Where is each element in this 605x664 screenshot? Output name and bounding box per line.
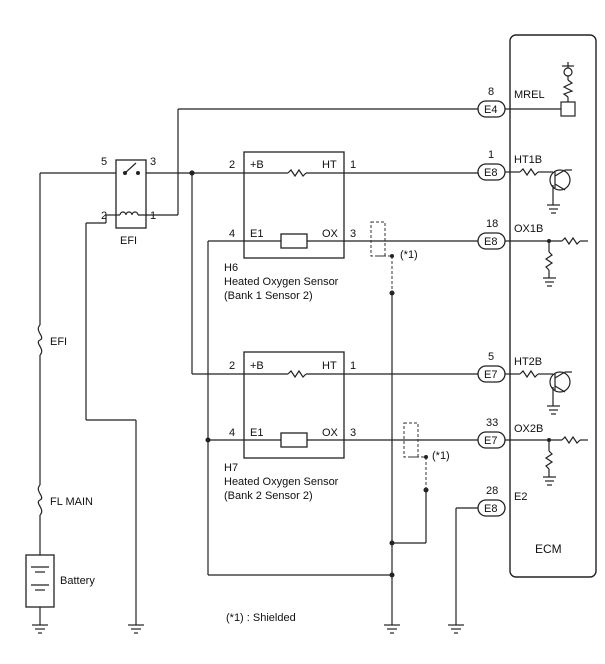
sensor-h7: 2 +B HT 1 4 E1 OX 3 H7 Heated Oxygen Sen… bbox=[224, 351, 356, 502]
relay-label: EFI bbox=[120, 235, 137, 247]
terminal-pin: 8 bbox=[488, 86, 494, 98]
terminal-pin: 18 bbox=[486, 218, 498, 230]
connector-id: E4 bbox=[484, 104, 497, 116]
sensor-h6: 2 +B HT 1 4 E1 OX 3 H6 Heated Oxygen Sen… bbox=[224, 151, 356, 302]
ecm-terminal-ox2b: 33 E7 OX2B bbox=[477, 417, 543, 449]
shield-h7: (*1) bbox=[403, 422, 450, 490]
label-left-bottom: E1 bbox=[250, 427, 263, 439]
connector-id: E7 bbox=[484, 435, 497, 447]
shield-note: (*1) bbox=[432, 450, 450, 462]
battery-label: Battery bbox=[60, 575, 95, 587]
connector-id: E8 bbox=[484, 236, 497, 248]
ecm-terminal-mrel: 8 E4 MREL bbox=[477, 86, 545, 118]
label-left-bottom: E1 bbox=[250, 228, 263, 240]
wiring bbox=[39, 108, 478, 625]
connector-id: E8 bbox=[484, 167, 497, 179]
ecm-terminal-ox1b: 18 E8 OX1B bbox=[477, 218, 543, 250]
fuse-fl-main: FL MAIN bbox=[36, 484, 93, 516]
terminal-name: OX2B bbox=[514, 423, 543, 435]
sensor-code: H6 bbox=[224, 262, 238, 274]
shield-h6: (*1) bbox=[370, 221, 418, 293]
terminal-name: E2 bbox=[514, 491, 527, 503]
ecm-terminal-ht1b: 1 E8 HT1B bbox=[477, 149, 542, 181]
relay-pin-1: 1 bbox=[150, 210, 156, 222]
pin-right-bottom: 3 bbox=[350, 427, 356, 439]
pin-right-top: 1 bbox=[350, 159, 356, 171]
ecm-block: ECM bbox=[505, 34, 597, 578]
fuse-label: FL MAIN bbox=[50, 496, 93, 508]
sensor-name: Heated Oxygen Sensor bbox=[224, 476, 339, 488]
sensor-position: (Bank 2 Sensor 2) bbox=[224, 490, 313, 502]
pin-left-bottom: 4 bbox=[229, 228, 235, 240]
relay-pin-5: 5 bbox=[101, 156, 107, 168]
relay-pin-2: 2 bbox=[101, 210, 107, 222]
ecm-ht2b-transistor bbox=[505, 369, 572, 415]
pin-left-top: 2 bbox=[229, 360, 235, 372]
efi-relay: EFI 5 3 2 1 bbox=[101, 156, 156, 247]
label-right-top: HT bbox=[322, 159, 337, 171]
ecm-ox2b-input bbox=[505, 435, 588, 486]
ground-icon bbox=[448, 624, 464, 634]
label-right-bottom: OX bbox=[322, 427, 339, 439]
fuse-efi: EFI bbox=[36, 324, 67, 356]
sensor-name: Heated Oxygen Sensor bbox=[224, 276, 339, 288]
label-right-top: HT bbox=[322, 360, 337, 372]
terminal-pin: 5 bbox=[488, 351, 494, 363]
fuse-label: EFI bbox=[50, 336, 67, 348]
ground-icon bbox=[32, 624, 48, 634]
pin-right-top: 1 bbox=[350, 360, 356, 372]
label-left-top: +B bbox=[250, 159, 264, 171]
terminal-pin: 33 bbox=[486, 417, 498, 429]
battery: Battery bbox=[25, 554, 95, 625]
ecm-terminal-ht2b: 5 E7 HT2B bbox=[477, 351, 542, 383]
terminal-pin: 28 bbox=[486, 485, 498, 497]
ground-icon bbox=[128, 624, 144, 634]
label-left-top: +B bbox=[250, 360, 264, 372]
terminal-name: HT2B bbox=[514, 356, 542, 368]
ecm-mrel-driver bbox=[505, 62, 576, 117]
ecm-terminal-e2: 28 E8 E2 bbox=[477, 485, 527, 517]
sensor-code: H7 bbox=[224, 462, 238, 474]
ground-icon bbox=[384, 624, 400, 634]
ecm-label: ECM bbox=[535, 542, 562, 556]
terminal-name: OX1B bbox=[514, 223, 543, 235]
relay-pin-3: 3 bbox=[150, 156, 156, 168]
legend-note: (*1) : Shielded bbox=[226, 612, 296, 624]
shield-note: (*1) bbox=[400, 249, 418, 261]
ecm-ox1b-input bbox=[505, 236, 588, 287]
terminal-pin: 1 bbox=[488, 149, 494, 161]
terminal-name: HT1B bbox=[514, 154, 542, 166]
terminal-name: MREL bbox=[514, 89, 545, 101]
connector-id: E8 bbox=[484, 503, 497, 515]
ground-symbols bbox=[32, 624, 464, 634]
sensor-position: (Bank 1 Sensor 2) bbox=[224, 290, 313, 302]
ecm-ht1b-transistor bbox=[505, 167, 572, 214]
pin-right-bottom: 3 bbox=[350, 228, 356, 240]
connector-id: E7 bbox=[484, 369, 497, 381]
pin-left-top: 2 bbox=[229, 159, 235, 171]
pin-left-bottom: 4 bbox=[229, 427, 235, 439]
label-right-bottom: OX bbox=[322, 228, 339, 240]
